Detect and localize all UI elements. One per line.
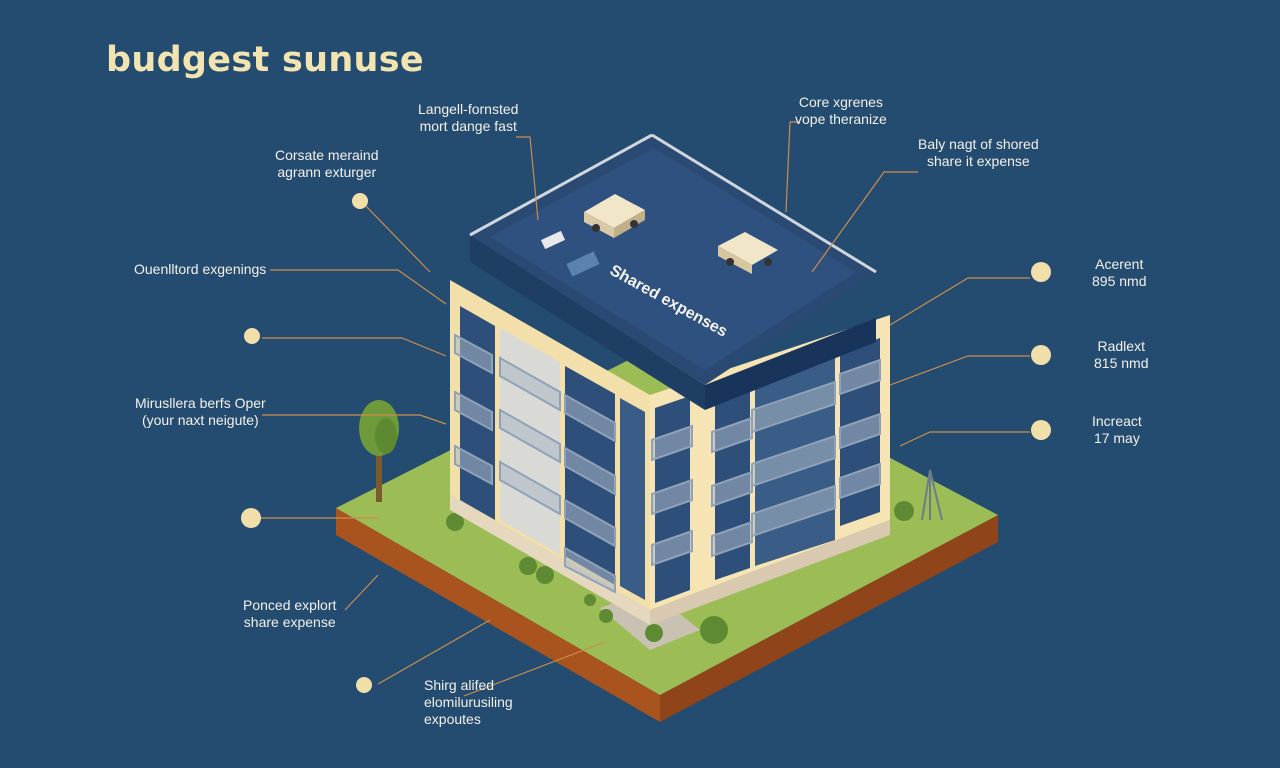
callout-right-2: Radlext 815 nmd (1094, 338, 1149, 371)
callout-dot (241, 508, 261, 528)
roof-parapet-left (470, 235, 705, 410)
callout-top-center: Langell-fornsted mort dange fast (418, 101, 519, 134)
callout-bottom: Shirg alifed elomilurusiling expoutes (424, 677, 513, 727)
ground-soil-front-left (336, 508, 660, 722)
plinth-right (650, 520, 890, 625)
tree-trunk (376, 440, 382, 502)
callout-right-3: Increact 17 may (1092, 413, 1142, 446)
ground-soil-front-right (660, 515, 998, 722)
roof-device (540, 230, 566, 250)
roof-parapet-right (705, 318, 876, 410)
callout-dot (244, 328, 260, 344)
callout-left-2: Mirusllera berfs Oper (your naxt neigute… (135, 395, 266, 428)
tree-canopy-shade (375, 418, 397, 454)
callout-upper-left: Corsate meraind agrann exturger (275, 147, 379, 180)
callout-dot (1031, 345, 1051, 365)
roof-inner (490, 148, 856, 370)
roof-edge-highlight (469, 133, 653, 237)
right-balcony-rails (651, 358, 881, 567)
callout-right-1: Acerent 895 nmd (1092, 256, 1147, 289)
roof-edge-highlight-right (651, 133, 877, 274)
left-balcony-rails (454, 333, 616, 594)
bushes (446, 501, 914, 644)
callout-dot (356, 677, 372, 693)
page-title: budgest sunuse (106, 40, 424, 80)
callout-dot (1031, 420, 1051, 440)
callout-dot (352, 193, 368, 209)
van-icon (584, 194, 645, 238)
windmill-icon (921, 469, 943, 521)
callout-top-right: Core xgrenes vope theranize (795, 94, 887, 127)
leader-lines (260, 121, 1030, 697)
callout-left-3: Ponced explort share expense (243, 597, 337, 630)
callout-dot (1031, 262, 1051, 282)
callout-right-top: Baly nagt of shored share it expense (918, 136, 1039, 169)
roof-panel (566, 251, 600, 277)
callout-left-1: Ouenlltord exgenings (134, 261, 267, 277)
car-icon (718, 232, 778, 274)
plinth-left (450, 495, 650, 625)
